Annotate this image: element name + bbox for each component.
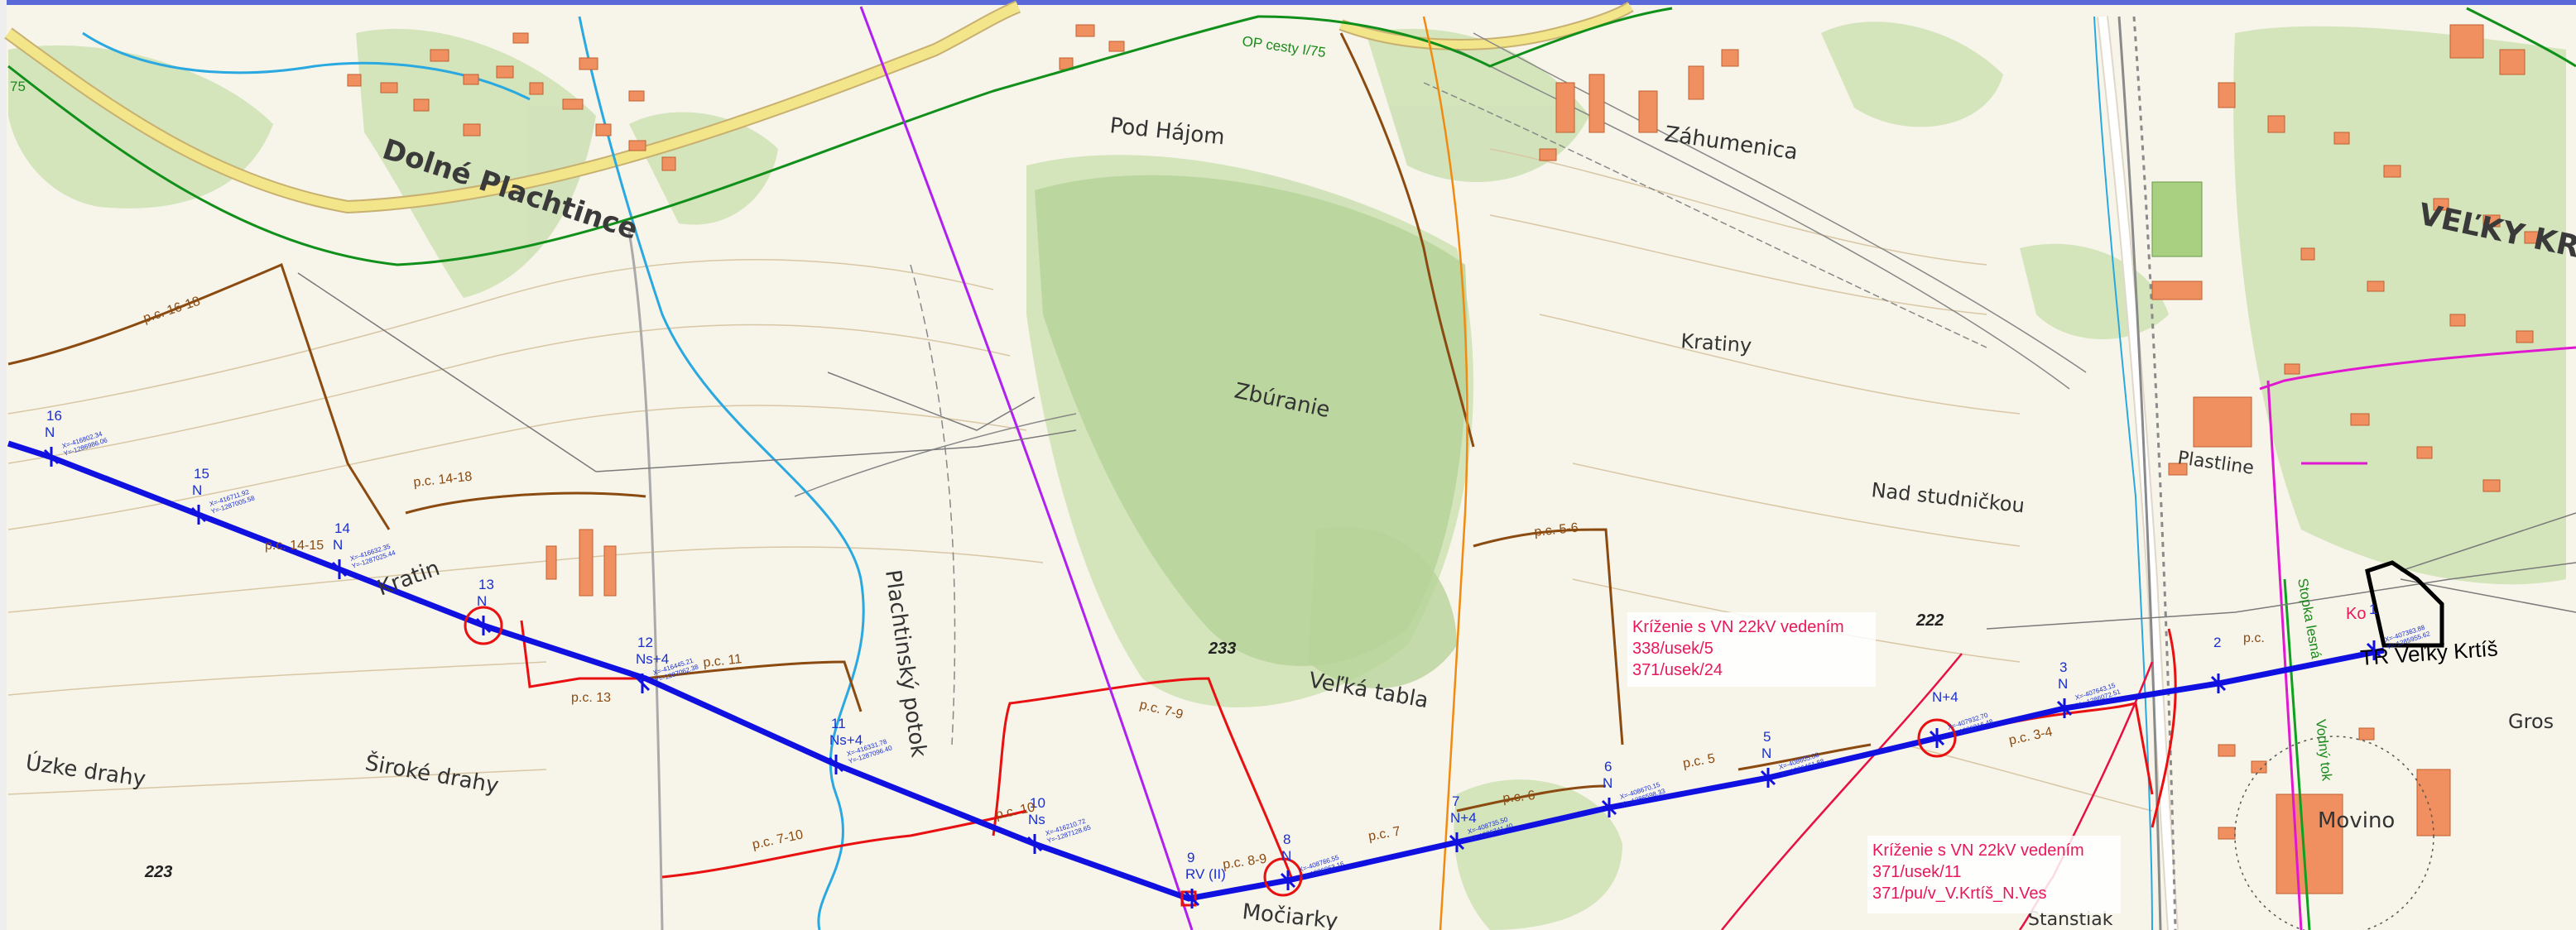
power-line-route — [7, 440, 2385, 902]
parcel-label: p.c. 5 — [1682, 751, 1717, 771]
crossing-note-line: 371/usek/11 — [1872, 863, 1962, 881]
pole-number: 1 — [2369, 602, 2377, 617]
crossing-note-title: Kríženie s VN 22kV vedením — [1632, 618, 1844, 636]
railway — [2117, 16, 2177, 930]
forest-zburanie — [1035, 175, 1468, 689]
pole-8: 9RV (II) — [1184, 850, 1226, 908]
pole-number: 3 — [2059, 659, 2067, 675]
place-gros: Gros — [2508, 710, 2554, 733]
parcel-boundaries — [7, 32, 1872, 813]
pole-type: Ns — [1028, 812, 1045, 827]
pole-number: 12 — [637, 635, 653, 650]
pole-number: 9 — [1187, 850, 1194, 865]
crossing-note-line: 338/usek/5 — [1632, 640, 1713, 658]
elevation-labels: 223 233 222 — [144, 611, 1944, 881]
crossing-note-line: 371/pu/v_V.Krtíš_N.Ves — [1872, 884, 2047, 903]
pole-4: 13N — [475, 577, 494, 635]
elevation-222: 222 — [1915, 611, 1944, 630]
parcel-label: p.c. 5-6 — [1534, 520, 1579, 539]
pole-type: N — [1603, 775, 1612, 791]
pole-type: N — [477, 593, 487, 609]
pole-number: 16 — [46, 408, 62, 424]
elevation-233: 233 — [1208, 640, 1236, 658]
violet-line — [859, 6, 1194, 930]
pole-number: 14 — [334, 520, 350, 536]
pole-type: Ns+4 — [829, 732, 863, 748]
crossing-note-title: Kríženie s VN 22kV vedením — [1872, 841, 2084, 860]
pole-number: 8 — [1283, 832, 1290, 847]
pole-number: 2 — [2213, 635, 2221, 650]
parcel-label: p.c. — [2243, 631, 2265, 645]
substation-tr-velky-krtis — [2365, 560, 2444, 648]
crossing-note-line: 371/usek/24 — [1632, 661, 1723, 679]
parcel-label: p.c. 7 — [1367, 824, 1402, 844]
pole-type: N+4 — [1450, 810, 1477, 826]
place-movino: Movino — [2318, 808, 2395, 833]
pole-type: N — [1281, 848, 1291, 864]
streams — [82, 16, 2153, 930]
crossing-note-1: Kríženie s VN 22kV vedením 338/usek/5 37… — [1627, 612, 1876, 687]
pole-number: 11 — [831, 716, 846, 731]
pole-type: N — [2058, 676, 2068, 692]
pole-type: N — [1761, 745, 1771, 761]
roads — [4, 0, 2179, 930]
pole-15: 2 — [2210, 635, 2227, 693]
pole-number: 6 — [1604, 759, 1612, 774]
pole-type: Ns+4 — [636, 651, 669, 667]
pole-number: 10 — [1030, 795, 1045, 811]
green-vertical-line — [2283, 578, 2311, 930]
place-kratiny-upper: Kratiny — [1680, 329, 1753, 357]
pole-number: 5 — [1763, 729, 1771, 745]
pole-type: N — [45, 424, 55, 440]
crossing-note-2: Kríženie s VN 22kV vedením 371/usek/11 3… — [1867, 836, 2121, 913]
ko-label: Ko — [2346, 605, 2366, 623]
utility-lines — [297, 272, 2576, 630]
parcel-label: p.c. 11 — [703, 652, 743, 670]
elevation-223: 223 — [144, 863, 172, 881]
pole-number: N+4 — [1932, 689, 1958, 705]
orange-line — [1422, 16, 1468, 930]
pole-number: 15 — [194, 466, 209, 482]
parcel-label: p.c. 6 — [1502, 789, 1536, 806]
road-protection-zone — [7, 7, 2576, 266]
buildings — [347, 24, 2540, 894]
contour-lines — [7, 148, 2153, 812]
pole-type: N — [192, 482, 202, 498]
parcel-label: p.c. 13 — [571, 691, 611, 705]
pole-type: N — [333, 537, 343, 553]
dotted-zone — [2234, 736, 2434, 930]
pole-number: 7 — [1452, 793, 1459, 809]
edge-label: 75 — [10, 79, 26, 94]
pole-type: RV (II) — [1185, 866, 1226, 882]
magenta-boundary — [2259, 346, 2576, 930]
sports-field — [2151, 181, 2203, 257]
parcel-label: p.c. 14-15 — [265, 539, 324, 553]
pole-number: 13 — [478, 577, 494, 592]
crossing-markers — [464, 606, 1957, 907]
